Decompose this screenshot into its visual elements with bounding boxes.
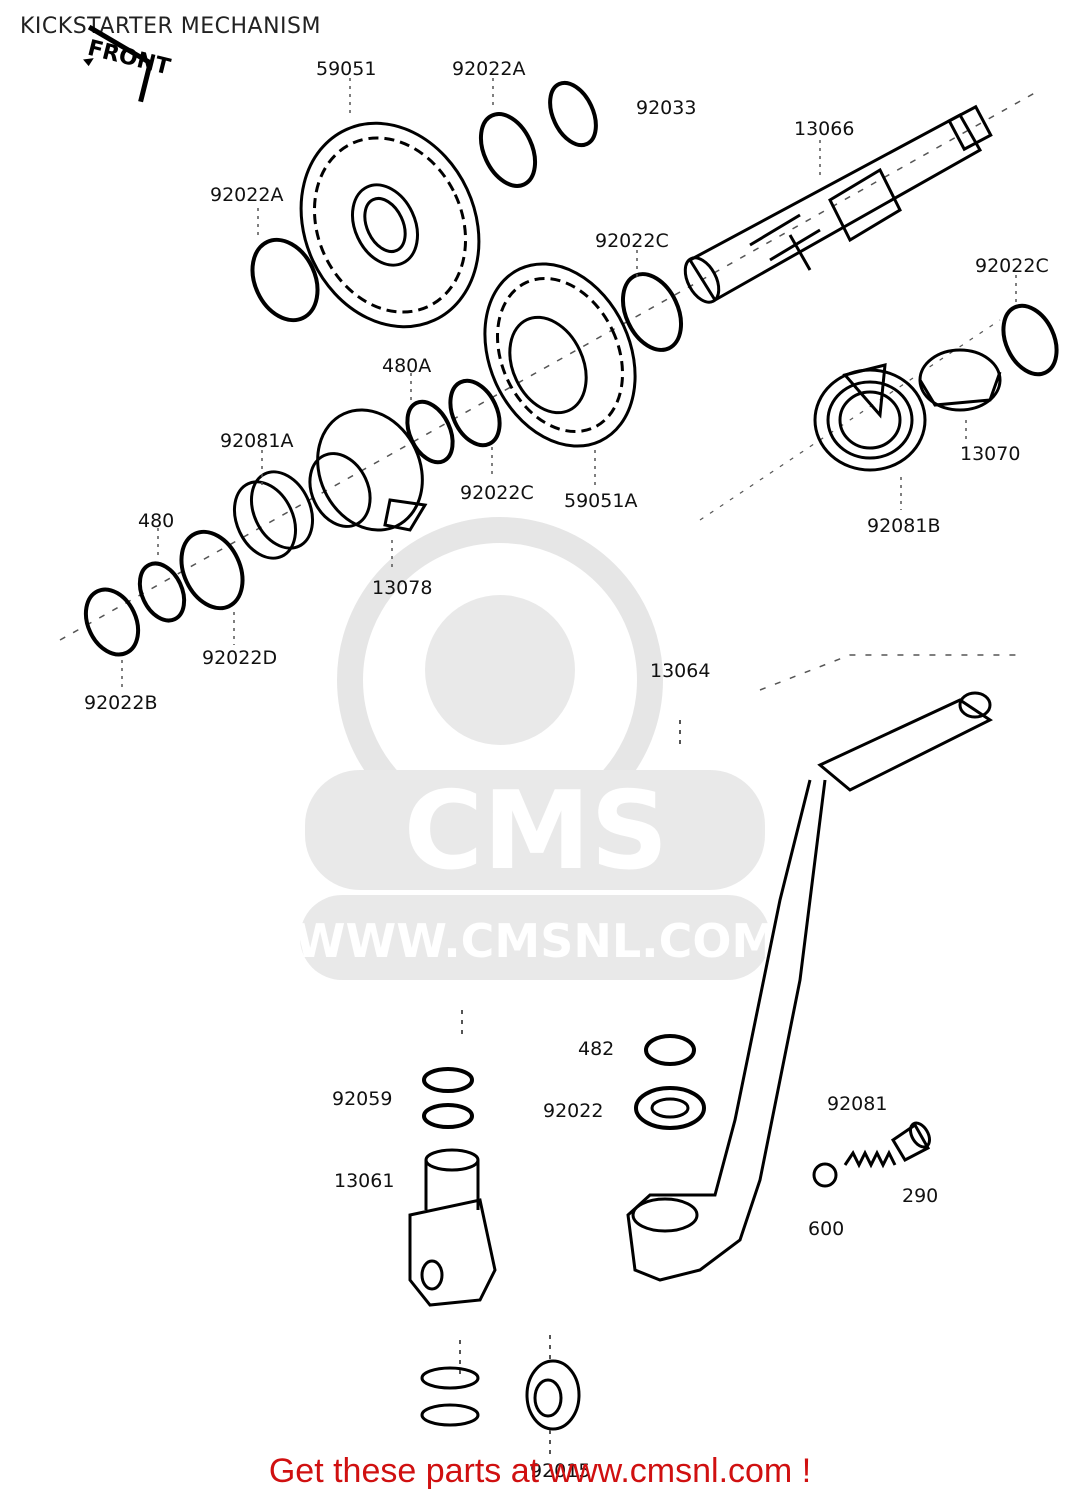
circlip-480: [137, 561, 187, 623]
pin-290: [890, 1121, 931, 1162]
label-92022C-right: 92022C: [975, 255, 1049, 277]
label-92059: 92059: [332, 1088, 393, 1110]
label-92022D: 92022D: [202, 647, 278, 669]
spring-92081B: [813, 363, 927, 472]
shaft-13061: [408, 1148, 497, 1427]
washer-92022B: [83, 587, 141, 657]
ball-600: [812, 1162, 838, 1188]
label-600: 600: [808, 1218, 845, 1240]
label-13078: 13078: [372, 577, 433, 599]
label-92022A-top: 92022A: [452, 58, 526, 80]
label-92081: 92081: [827, 1093, 888, 1115]
label-92022: 92022: [543, 1100, 604, 1122]
label-92022A-left: 92022A: [210, 184, 284, 206]
leader-lines: [121, 78, 1017, 690]
washer-92022: [634, 1086, 706, 1130]
footer-link-text[interactable]: Get these parts at www.cmsnl.com !: [268, 1452, 812, 1490]
kick-lever-13064: [626, 691, 993, 1282]
washer-92022A-left: [250, 237, 320, 323]
label-92022C-low: 92022C: [460, 482, 534, 504]
shaft-13066: [683, 104, 993, 304]
gear-59051A: [483, 262, 637, 448]
washer-92022A-top: [478, 112, 538, 188]
circlip-482: [644, 1034, 696, 1066]
washer-92022D: [179, 529, 245, 611]
gear-59051: [299, 121, 481, 329]
label-13061: 13061: [334, 1170, 395, 1192]
label-59051: 59051: [316, 58, 377, 80]
label-59051A: 59051A: [564, 490, 638, 512]
label-92081A: 92081A: [220, 430, 294, 452]
washer-92022C-low: [448, 378, 502, 448]
ring-92059-top: [422, 1067, 474, 1093]
washer-92022C-right: [1001, 303, 1059, 377]
label-92022C-mid: 92022C: [595, 230, 669, 252]
watermark-logo: CMS: [404, 769, 669, 894]
label-482: 482: [578, 1038, 615, 1060]
circlip-92033: [548, 80, 598, 148]
label-92015: 92015: [530, 1460, 591, 1482]
label-13064: 13064: [650, 660, 711, 682]
label-92033: 92033: [636, 97, 697, 119]
label-290: 290: [902, 1185, 939, 1207]
diagram-title: KICKSTARTER MECHANISM: [20, 14, 321, 39]
watermark-url: WWW.CMSNL.COM: [295, 914, 778, 968]
seal-92015: [525, 1359, 581, 1431]
spring-92081A: [233, 470, 314, 560]
spring-92081: [843, 1149, 897, 1169]
cmsnl-watermark: CMS WWW.CMSNL.COM: [295, 517, 778, 980]
label-92081B: 92081B: [867, 515, 941, 537]
label-480: 480: [138, 510, 175, 532]
ratchet-13078: [308, 408, 428, 532]
label-13066: 13066: [794, 118, 855, 140]
ring-92059-bottom: [422, 1103, 474, 1129]
label-480A: 480A: [382, 355, 432, 377]
guide-13070: [918, 348, 1002, 412]
front-indicator: FRONT: [83, 24, 173, 103]
washer-92022C-mid: [620, 272, 684, 352]
label-92022B: 92022B: [84, 692, 158, 714]
label-13070: 13070: [960, 443, 1021, 465]
front-label: FRONT: [85, 36, 173, 81]
